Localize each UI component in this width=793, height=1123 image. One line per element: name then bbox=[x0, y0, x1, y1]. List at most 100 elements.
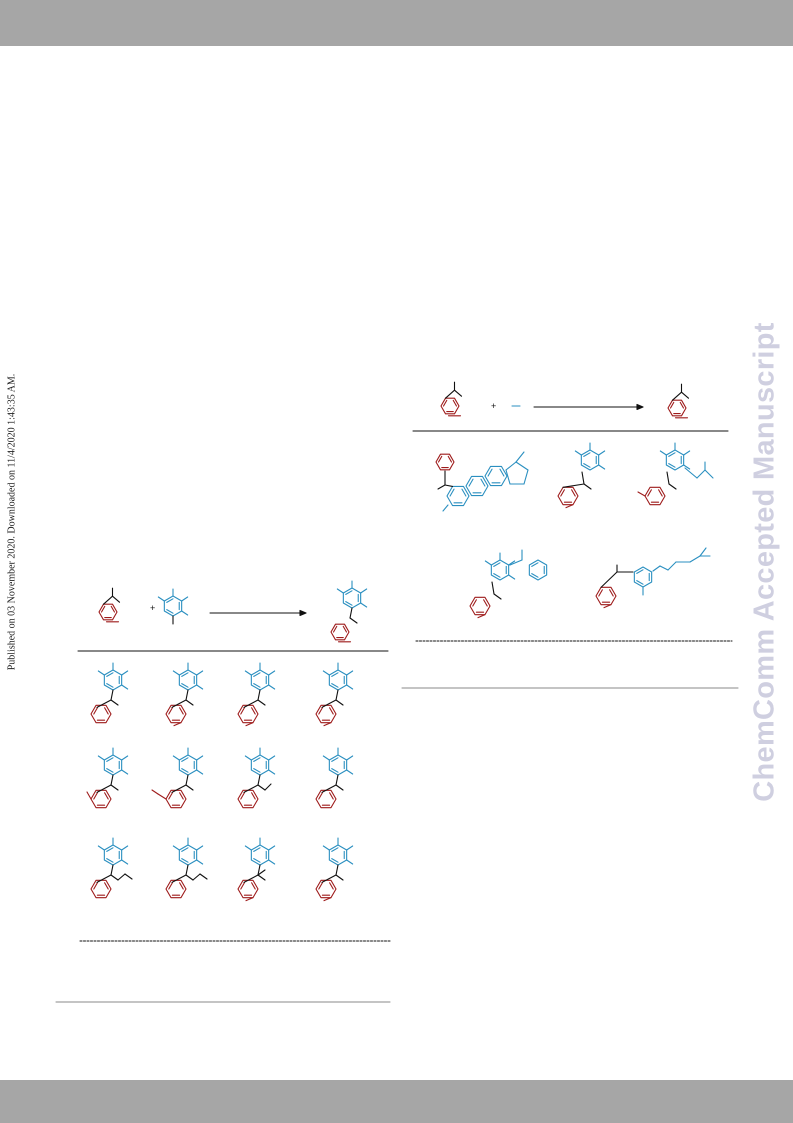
methyl-bond bbox=[268, 755, 276, 761]
aryl-ring bbox=[250, 669, 270, 691]
aryl-bond bbox=[171, 784, 187, 793]
methyl-bond bbox=[668, 483, 677, 490]
cyclopentane-bond bbox=[515, 461, 529, 471]
alkyl-bond bbox=[111, 595, 121, 603]
methyl-bond bbox=[185, 874, 194, 881]
methyl-bond bbox=[181, 610, 189, 616]
substituent-bond bbox=[157, 793, 167, 800]
substituent-bond bbox=[86, 791, 92, 800]
methyl-bond bbox=[268, 684, 276, 690]
aryl-ring bbox=[469, 596, 491, 616]
aryl-ring bbox=[178, 844, 198, 866]
alkyl-bond bbox=[652, 565, 661, 572]
methyl-bond bbox=[121, 859, 129, 865]
methyl-bond bbox=[196, 845, 204, 851]
substituent-bond bbox=[323, 722, 332, 727]
benzylic-bond bbox=[257, 864, 261, 876]
methyl-bond bbox=[172, 845, 180, 851]
aryl-ring bbox=[667, 399, 687, 417]
arrow-head bbox=[636, 403, 644, 411]
methyl-bond bbox=[322, 755, 330, 761]
methyl-bond bbox=[360, 588, 368, 594]
aryl-bond bbox=[243, 874, 259, 883]
benzylic-bond bbox=[110, 864, 114, 876]
aryl-ring bbox=[315, 704, 337, 724]
methyl-bond bbox=[196, 670, 204, 676]
aryl-ring bbox=[633, 566, 653, 588]
benzylic-bond bbox=[335, 864, 339, 876]
benzylic-bond bbox=[185, 689, 189, 701]
methyl-bond bbox=[508, 574, 516, 580]
methyl-bond bbox=[346, 769, 354, 775]
aryl-ring bbox=[165, 704, 187, 724]
aryl-ring bbox=[237, 879, 259, 899]
aryl-ring bbox=[595, 586, 617, 606]
methyl-bond bbox=[683, 464, 691, 470]
substituent-bond bbox=[477, 614, 486, 619]
methyl-bond bbox=[493, 593, 502, 600]
methyl-bond bbox=[484, 560, 492, 566]
aryl-bond bbox=[243, 784, 259, 793]
benzylic-bond bbox=[257, 774, 261, 786]
methyl-bond bbox=[110, 699, 119, 706]
benzylic-bond bbox=[335, 774, 339, 786]
substituent-bond bbox=[245, 722, 254, 727]
aryl-bond bbox=[321, 874, 337, 883]
aryl-ring bbox=[665, 449, 685, 471]
aryl-ring bbox=[435, 453, 455, 471]
benzylic-bond bbox=[110, 689, 114, 701]
aryl-ring bbox=[315, 879, 337, 899]
aryl-ring bbox=[644, 486, 666, 506]
methyl-bond bbox=[683, 450, 691, 456]
aryl-ring bbox=[328, 669, 348, 691]
methyl-bond bbox=[437, 484, 446, 490]
methyl-bond bbox=[322, 670, 330, 676]
aryl-bond bbox=[171, 699, 187, 708]
alkyl-bond bbox=[659, 565, 669, 571]
methyl-bond bbox=[257, 869, 266, 876]
benzylic-bond bbox=[185, 774, 189, 786]
aryl-ring bbox=[90, 704, 112, 724]
methyl-bond bbox=[346, 755, 354, 761]
methyl-bond bbox=[346, 859, 354, 865]
substituent-bond bbox=[323, 897, 332, 902]
aryl-bond bbox=[562, 483, 585, 488]
methyl-bond bbox=[574, 450, 582, 456]
aryl-ring bbox=[90, 879, 112, 899]
methyl-bond bbox=[110, 874, 119, 881]
methyl-bond bbox=[121, 670, 129, 676]
cyclopentane-bond bbox=[523, 469, 529, 485]
methyl-bond bbox=[268, 670, 276, 676]
aryl-ring bbox=[330, 623, 350, 641]
aryl-ring bbox=[237, 789, 259, 809]
alkyl-bond bbox=[117, 873, 126, 881]
methyl-bond bbox=[157, 596, 165, 602]
alkyl-bond bbox=[696, 469, 706, 479]
journal-header-bar bbox=[0, 0, 793, 46]
methyl-bond bbox=[121, 845, 129, 851]
left-plus-sign: + bbox=[150, 603, 155, 613]
methyl-bond bbox=[659, 450, 667, 456]
benzylic-bond bbox=[185, 864, 189, 876]
methyl-bond bbox=[110, 784, 119, 791]
aryl-ring bbox=[103, 844, 123, 866]
methyl-bond bbox=[349, 617, 358, 624]
aryl-ring bbox=[440, 397, 460, 415]
alkyl-bond bbox=[667, 561, 677, 571]
aryl-bond bbox=[96, 699, 112, 708]
aryl-ring bbox=[342, 587, 362, 609]
methyl-bond bbox=[508, 560, 516, 566]
cyclohexane-ring bbox=[465, 475, 489, 497]
aryl-bond bbox=[96, 784, 112, 793]
aryl-ring bbox=[178, 754, 198, 776]
aryl-bond bbox=[171, 874, 187, 883]
methyl-bond bbox=[335, 699, 344, 706]
methyl-bond bbox=[360, 602, 368, 608]
methyl-bond bbox=[257, 699, 266, 706]
aryl-ring bbox=[163, 595, 183, 617]
arrow-head bbox=[299, 609, 307, 617]
methyl-bond bbox=[244, 845, 252, 851]
aryl-ring bbox=[557, 486, 579, 506]
methyl-bond bbox=[172, 755, 180, 761]
aryl-ring bbox=[328, 754, 348, 776]
